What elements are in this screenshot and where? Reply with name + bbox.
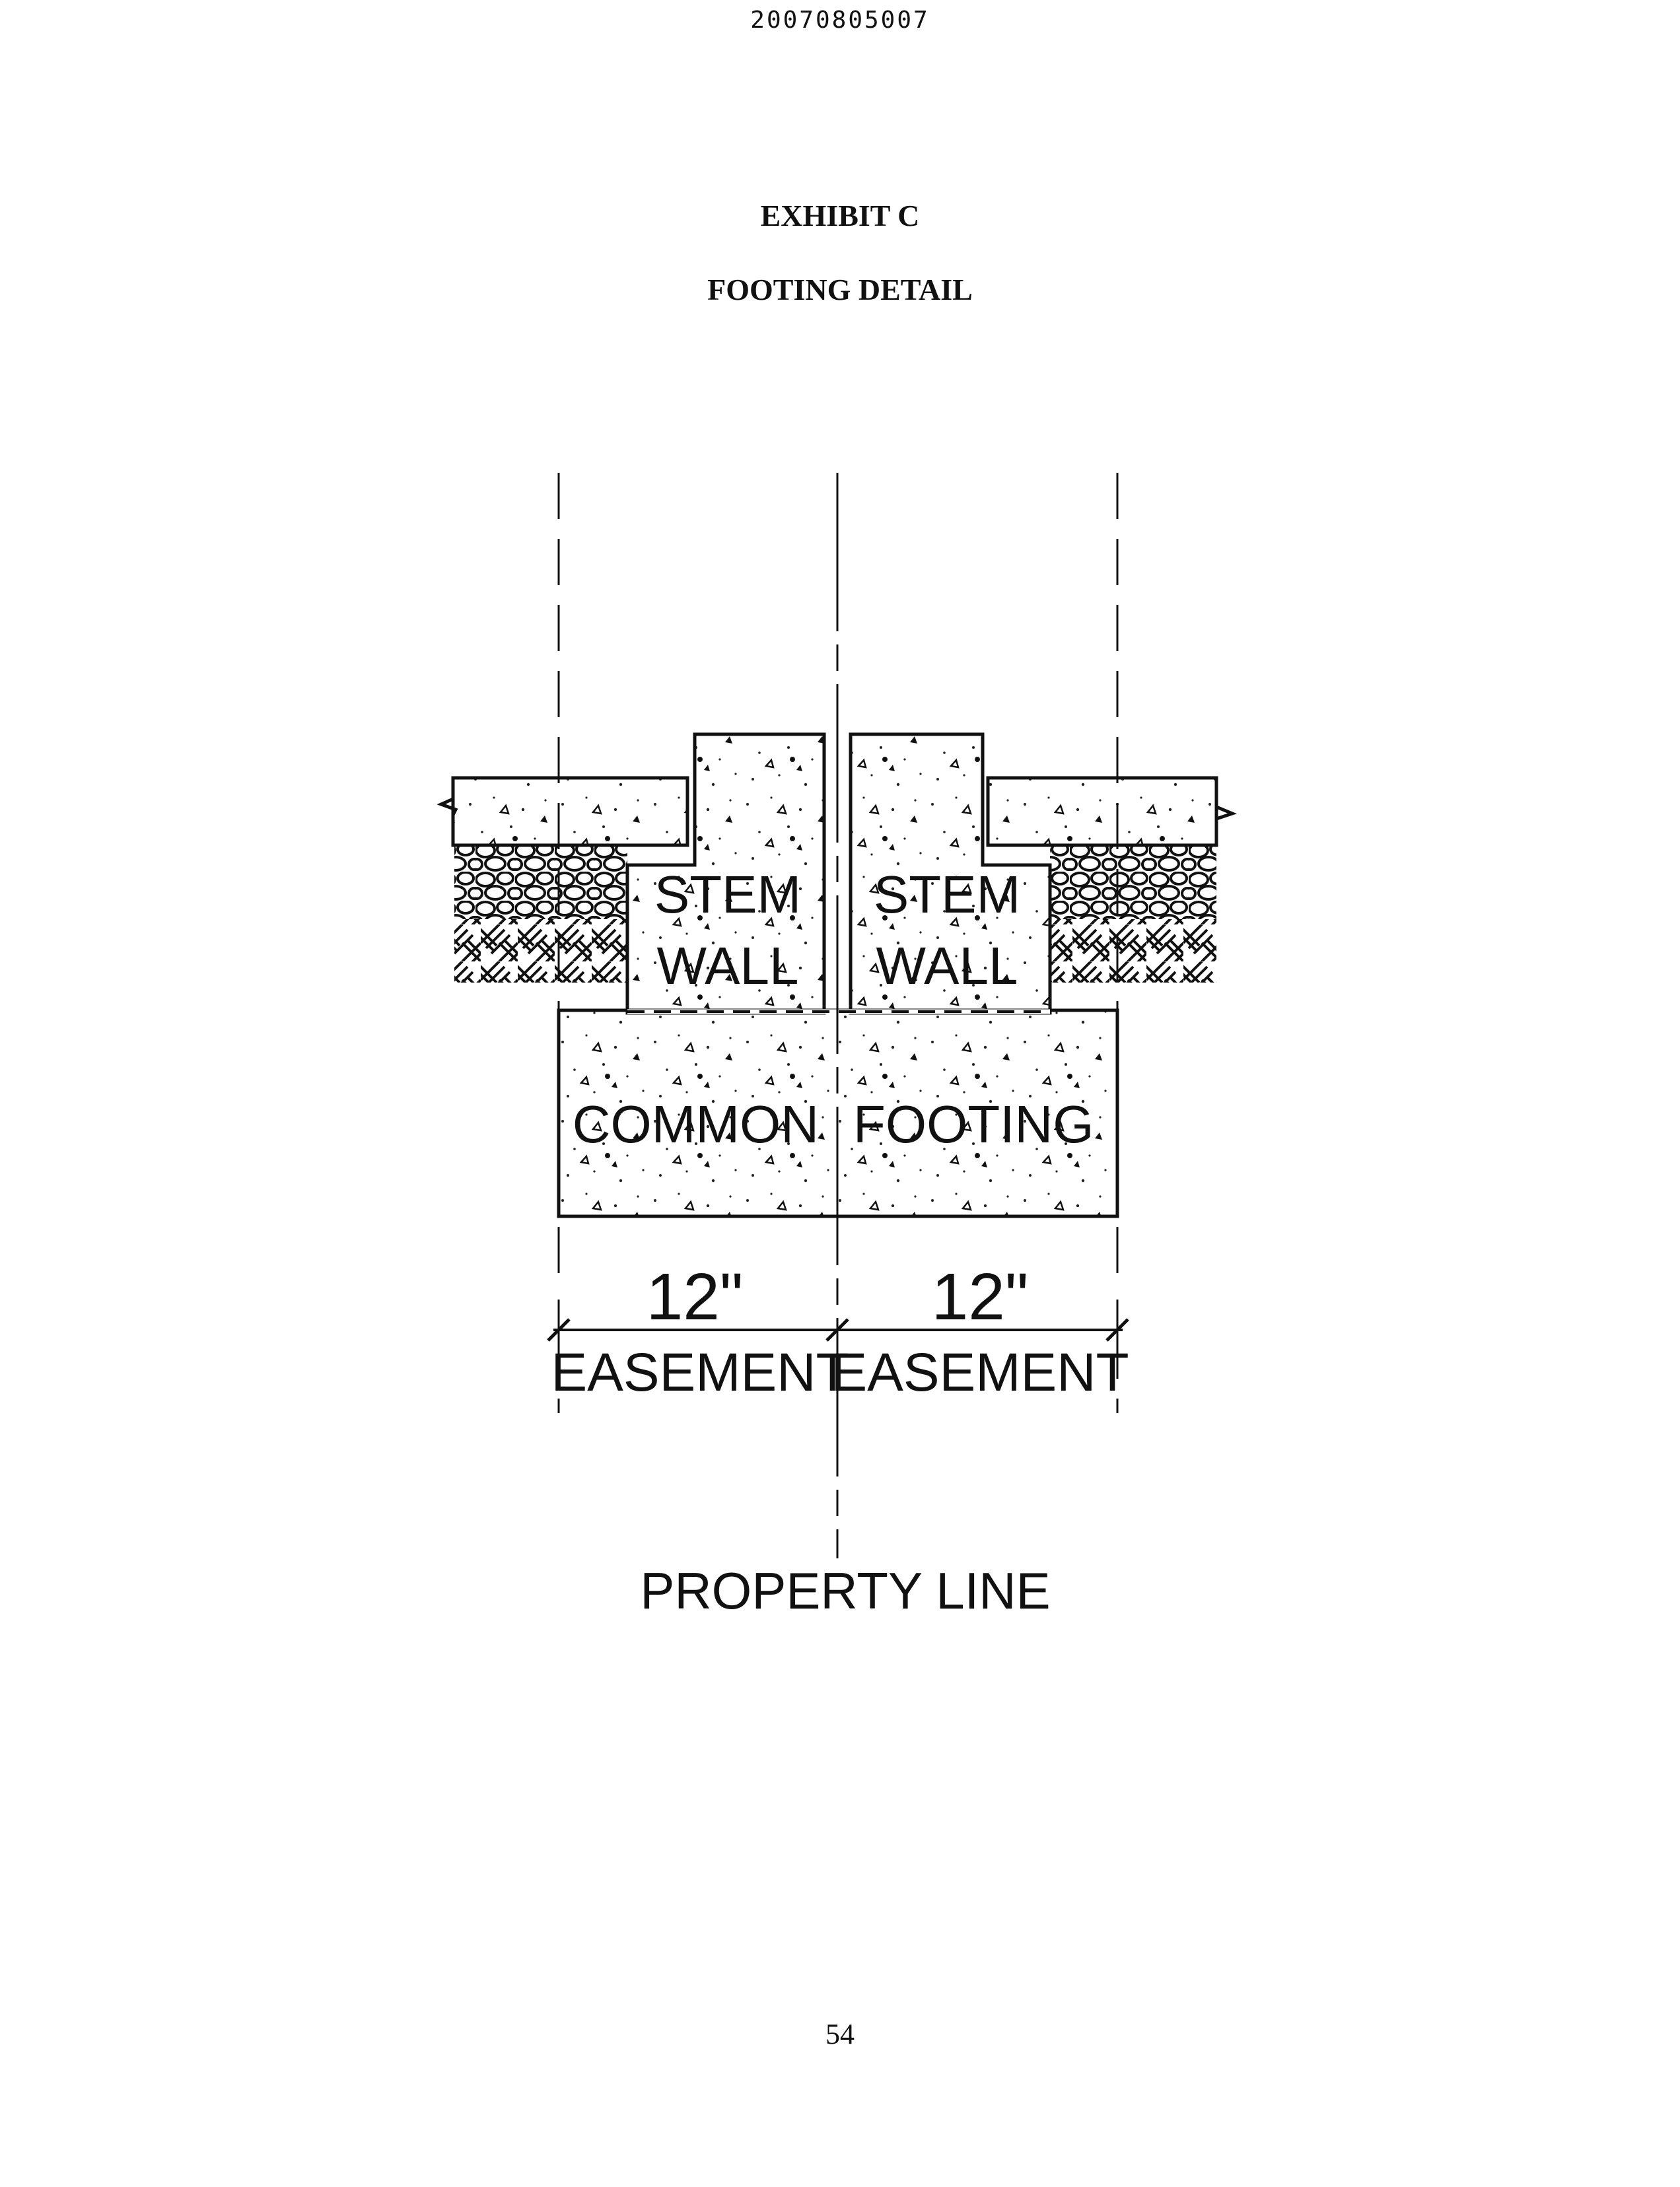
exhibit-subtitle: FOOTING DETAIL [707,273,973,306]
easement-right: EASEMENT [831,1342,1129,1403]
left-slab [451,776,689,847]
right-gravel [1050,847,1216,919]
footing-label-right: FOOTING [853,1095,1094,1154]
left-earth [454,919,627,983]
stem-wall-left-line2: WALL [657,936,799,995]
property-line-label: PROPERTY LINE [640,1562,1050,1620]
dimension-left: 12" [647,1260,744,1334]
footing-label-left: COMMON [573,1095,819,1154]
right-slab [986,776,1218,847]
stem-wall-right-line1: STEM [874,865,1020,924]
left-gravel [454,847,627,919]
page-number: 54 [825,2018,855,2050]
right-earth [1050,919,1216,983]
document-number: 20070805007 [750,7,930,34]
stem-wall-right-line2: WALL [876,936,1018,995]
exhibit-title: EXHIBIT C [760,199,920,232]
dimension-right: 12" [932,1260,1029,1334]
stem-wall-left-line1: STEM [654,865,801,924]
easement-left: EASEMENT [551,1342,849,1403]
